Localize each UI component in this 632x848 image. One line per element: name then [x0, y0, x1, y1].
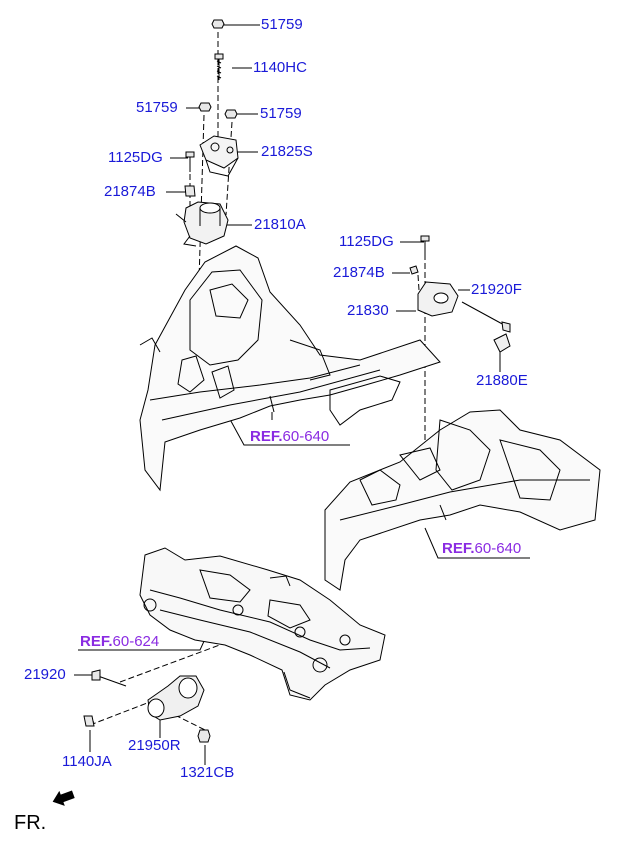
part-label-1125dg-right[interactable]: 1125DG	[339, 233, 394, 250]
reference-link-60-640-lower[interactable]: REF.60-640	[442, 541, 521, 557]
part-label-21830[interactable]: 21830	[347, 302, 389, 319]
left-side-member	[139, 245, 441, 492]
subframe-crossmember	[139, 547, 386, 701]
part-label-21920f[interactable]: 21920F	[471, 281, 522, 298]
ref-prefix: REF.	[80, 633, 113, 650]
ref-code: 60-640	[474, 540, 522, 557]
part-label-1321cb[interactable]: 1321CB	[180, 764, 235, 781]
part-label-21880e[interactable]: 21880E	[476, 372, 528, 389]
part-label-1140ja[interactable]: 1140JA	[62, 753, 112, 770]
ref-code: 60-640	[282, 428, 330, 445]
reference-link-60-624[interactable]: REF.60-624	[80, 634, 159, 650]
front-direction-label: FR.	[14, 812, 47, 834]
part-label-21874b-left[interactable]: 21874B	[104, 183, 156, 200]
part-label-21810a[interactable]: 21810A	[254, 216, 306, 233]
part-label-21920[interactable]: 21920	[24, 666, 66, 683]
reference-link-60-640-upper[interactable]: REF.60-640	[250, 429, 329, 445]
part-label-1125dg-top[interactable]: 1125DG	[108, 149, 163, 166]
part-label-51759-right[interactable]: 51759	[260, 105, 302, 122]
bolt-21920f-and-bracket-21880e	[461, 301, 511, 353]
part-label-51759-top[interactable]: 51759	[261, 16, 303, 33]
ref-prefix: REF.	[442, 540, 475, 557]
ref-code: 60-624	[112, 633, 160, 650]
right-side-member	[324, 409, 601, 591]
part-label-21874b-right[interactable]: 21874B	[333, 264, 385, 281]
part-label-21950r[interactable]: 21950R	[128, 737, 181, 754]
part-label-1140hc[interactable]: 1140HC	[253, 59, 307, 76]
part-label-51759-left[interactable]: 51759	[136, 99, 178, 116]
transmission-mount-21830	[409, 235, 459, 317]
ref-prefix: REF.	[250, 428, 283, 445]
part-label-21825s[interactable]: 21825S	[261, 143, 313, 160]
front-direction-arrow-icon	[52, 790, 75, 806]
bracket-21825s	[199, 135, 239, 177]
roll-rod-21950r	[83, 669, 211, 743]
top-mount-hardware	[184, 19, 238, 197]
engine-mount-21810a	[175, 201, 229, 247]
